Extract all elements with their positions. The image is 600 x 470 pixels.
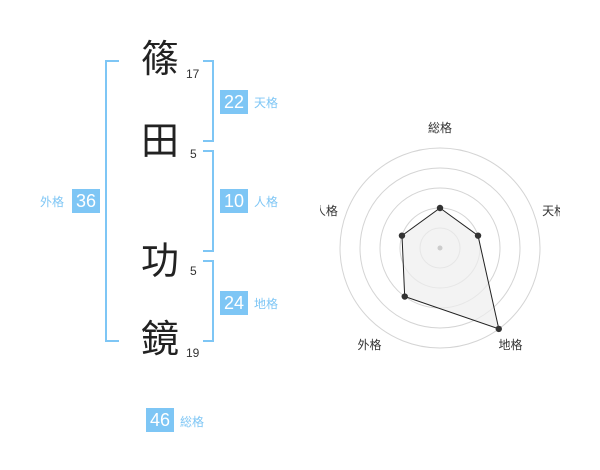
jinkaku-value: 10 bbox=[220, 189, 248, 213]
radar-axis-label-5: 人格 bbox=[320, 203, 338, 218]
stroke-count-2: 5 bbox=[190, 147, 197, 161]
chikaku-value: 24 bbox=[220, 291, 248, 315]
fortune-radar-chart: 総格天格地格 外格 人格 bbox=[320, 120, 560, 352]
tenkaku-bracket bbox=[203, 60, 214, 142]
gaikaku-bracket bbox=[105, 60, 119, 342]
name-char-3: 功 bbox=[140, 239, 179, 283]
soukaku-value: 46 bbox=[146, 408, 174, 432]
stroke-count-1: 17 bbox=[186, 67, 200, 81]
stroke-count-4: 19 bbox=[186, 346, 200, 360]
radar-axis-label-4: 外格 bbox=[357, 337, 381, 352]
radar-center-dot bbox=[437, 245, 443, 251]
stroke-count-3: 5 bbox=[190, 264, 197, 278]
name-char-4: 鏡 bbox=[140, 317, 179, 361]
jinkaku-bracket bbox=[203, 150, 214, 252]
radar-point-1 bbox=[436, 204, 444, 212]
radar-point-2 bbox=[474, 232, 482, 239]
soukaku-label: 総格 bbox=[180, 415, 205, 429]
gaikaku-label: 外格 bbox=[40, 195, 65, 209]
name-char-1: 篠 bbox=[140, 37, 179, 81]
radar-point-3 bbox=[495, 325, 502, 333]
radar-axis-label-2: 天格 bbox=[542, 203, 560, 218]
chikaku-bracket bbox=[203, 260, 214, 342]
radar-axis-label-3: 地格 bbox=[499, 337, 523, 352]
radar-grid-ring-5 bbox=[339, 147, 541, 349]
gaikaku-value: 36 bbox=[72, 189, 100, 213]
radar-axis-label-1: 総格 bbox=[428, 120, 452, 135]
radar-grid-ring-4 bbox=[359, 167, 521, 329]
radar-point-4 bbox=[401, 293, 408, 300]
radar-series-polygon bbox=[401, 207, 500, 330]
tenkaku-label: 天格 bbox=[254, 96, 279, 110]
chikaku-label: 地格 bbox=[254, 297, 279, 311]
jinkaku-label: 人格 bbox=[254, 195, 279, 209]
radar-point-5 bbox=[398, 232, 406, 239]
tenkaku-value: 22 bbox=[220, 90, 248, 114]
name-char-2: 田 bbox=[140, 119, 179, 163]
